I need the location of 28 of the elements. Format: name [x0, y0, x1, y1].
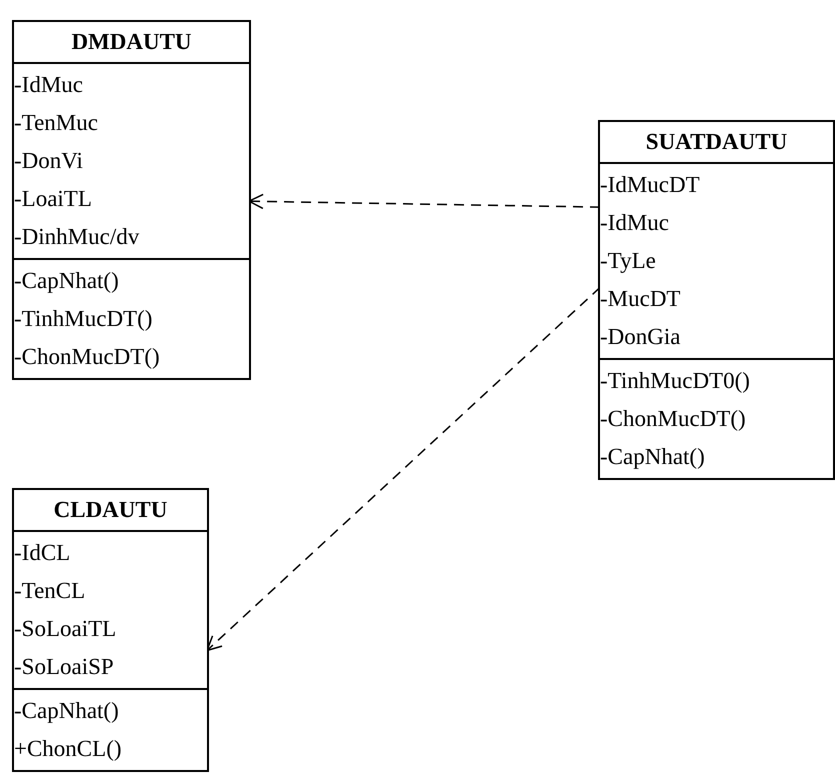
member-text: -ChonMucDT() — [14, 343, 161, 371]
member-text: -TinhMucDT0() — [600, 367, 751, 395]
member-text: -LoaiTL — [14, 185, 93, 213]
member-text: -IdMuc — [14, 71, 84, 99]
class-name: DMDAUTU — [14, 22, 249, 64]
member-text: -TenMuc — [14, 109, 99, 137]
member-text: -TinhMucDT() — [14, 305, 154, 333]
member-text: -CapNhat() — [14, 267, 120, 295]
class-box — [12, 488, 209, 772]
member-text: -DonVi — [14, 147, 84, 175]
member-text: -TenCL — [14, 577, 86, 605]
member-text: -CapNhat() — [600, 443, 706, 471]
member-text: -IdCL — [14, 539, 72, 567]
class-box — [12, 20, 251, 380]
member-text: -DinhMuc/dv — [14, 223, 140, 251]
member-text: -TyLe — [600, 247, 657, 275]
member-text: -ChonMucDT() — [600, 405, 747, 433]
class-name: SUATDAUTU — [600, 122, 833, 164]
member-text: -SoLoaiTL — [14, 615, 118, 643]
member-text: -IdMucDT — [600, 171, 701, 199]
class-box — [598, 120, 835, 480]
member-text: -MucDT — [600, 285, 682, 313]
member-text: -DonGia — [600, 323, 682, 351]
class-name: CLDAUTU — [14, 490, 207, 532]
member-text: +ChonCL() — [14, 735, 123, 763]
member-text: -SoLoaiSP — [14, 653, 115, 681]
member-text: -CapNhat() — [14, 697, 120, 725]
member-text: -IdMuc — [600, 209, 670, 237]
